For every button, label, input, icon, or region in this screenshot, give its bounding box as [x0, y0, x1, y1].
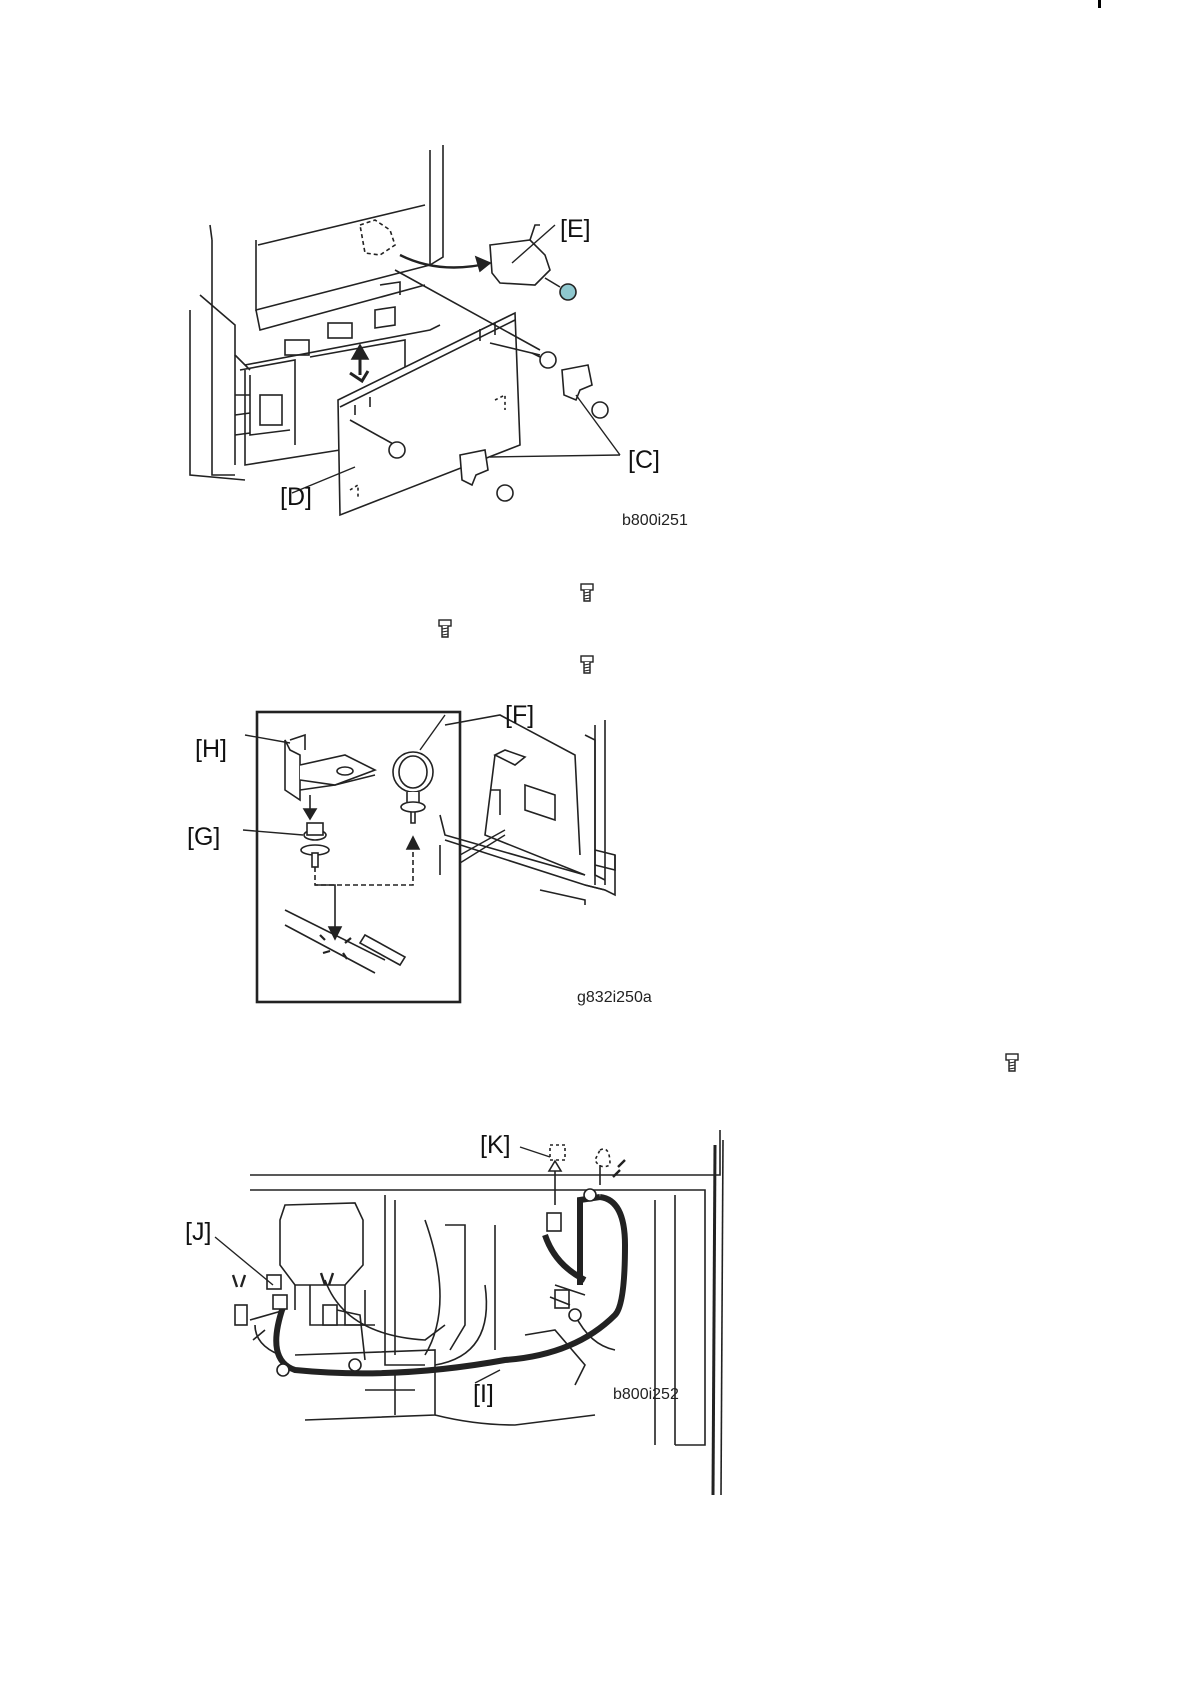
screw-icon — [1005, 1053, 1019, 1073]
callout-K: [K] — [480, 1133, 511, 1158]
callout-G: [G] — [187, 825, 220, 850]
figure-caption: b800i252 — [613, 1387, 679, 1403]
figure-g832i250a-illustration — [195, 695, 695, 1015]
callout-E: [E] — [560, 217, 591, 242]
screw-icon — [580, 655, 594, 675]
figure-caption: b800i251 — [622, 513, 688, 529]
callout-I: [I] — [473, 1382, 494, 1407]
figure-b800i252: [K] [J] [I] b800i252 — [195, 1125, 735, 1505]
figure-b800i251-illustration — [190, 145, 710, 565]
figure-caption: g832i250a — [577, 990, 652, 1006]
callout-F: [F] — [505, 703, 534, 728]
figure-b800i252-illustration — [195, 1125, 735, 1505]
screw-icon — [438, 619, 452, 639]
page-edge-mark — [1098, 0, 1101, 8]
figure-b800i251: [E] [C] [D] b800i251 — [190, 145, 710, 565]
callout-J: [J] — [185, 1220, 211, 1245]
figure-g832i250a: [F] [H] [G] g832i250a — [195, 695, 695, 1015]
callout-H: [H] — [195, 737, 227, 762]
callout-D: [D] — [280, 485, 312, 510]
screw-icon — [580, 583, 594, 603]
callout-C: [C] — [628, 448, 660, 473]
